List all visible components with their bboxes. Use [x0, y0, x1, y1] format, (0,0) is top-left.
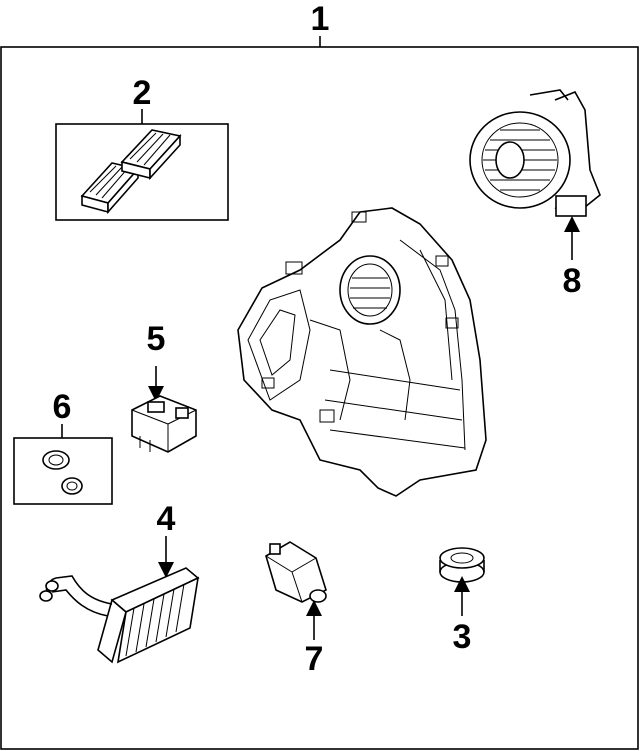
callout-6[interactable]: 6	[53, 388, 72, 426]
callout-3[interactable]: 3	[453, 618, 472, 656]
heater-core-icon[interactable]	[39, 536, 200, 664]
blower-resistor-icon[interactable]	[131, 366, 197, 453]
callout-7[interactable]: 7	[305, 640, 324, 678]
callout-4[interactable]: 4	[157, 500, 176, 538]
hvac-housing-assembly-icon[interactable]	[237, 207, 487, 497]
o-ring-seals-icon[interactable]	[13, 424, 113, 505]
callout-8[interactable]: 8	[563, 262, 582, 300]
grommet-icon[interactable]	[439, 547, 485, 616]
cabin-air-filter-icon[interactable]	[55, 109, 229, 221]
actuator-motor-icon[interactable]	[265, 541, 327, 640]
callout-1[interactable]: 1	[311, 0, 330, 38]
assembly-frame	[0, 36, 639, 750]
callout-2[interactable]: 2	[133, 74, 152, 112]
blower-motor-icon[interactable]	[469, 89, 601, 260]
callout-5[interactable]: 5	[147, 320, 166, 358]
